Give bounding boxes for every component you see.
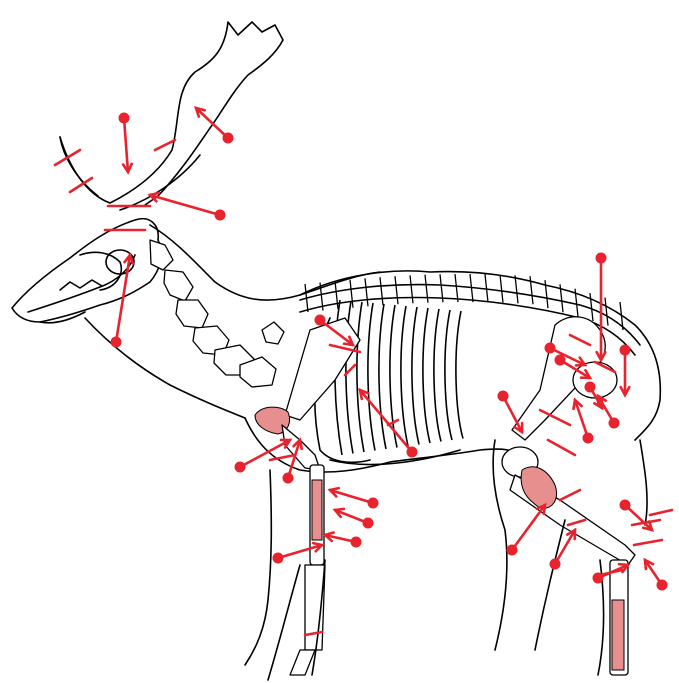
rib [357, 302, 364, 452]
rib [434, 309, 441, 442]
annotation-bar [650, 510, 672, 515]
annotation-arrow [335, 509, 374, 529]
rib [412, 307, 419, 445]
rib [456, 311, 463, 439]
vertebra-tick [515, 275, 518, 303]
vertebra-tick [425, 275, 428, 303]
annotation-arrow [325, 533, 362, 548]
vertebra-tick [605, 298, 608, 326]
vertebra-tick [500, 275, 503, 303]
annotation-arrow [550, 530, 576, 570]
radius-highlight [312, 480, 322, 540]
annotation-arrow [498, 391, 523, 433]
annotation-arrow [330, 488, 379, 508]
annotation-bar [55, 150, 80, 165]
skull [12, 219, 161, 323]
annotation-arrow [507, 505, 546, 556]
annotation-bar [560, 490, 580, 500]
cervical-vertebrae [150, 240, 284, 387]
vertebra-tick [455, 274, 458, 302]
vertebra-tick [395, 276, 398, 304]
vertebra-tick [410, 275, 413, 303]
rib [368, 303, 375, 451]
rib [379, 304, 386, 449]
annotation-bar [634, 540, 662, 545]
annotation-arrow [150, 193, 226, 220]
annotation-bar [548, 440, 575, 455]
rib [401, 306, 408, 446]
vertebra-tick [380, 277, 383, 305]
antler [60, 22, 283, 210]
rib [445, 310, 452, 440]
vertebra-tick [545, 280, 548, 308]
annotation-arrow [196, 108, 234, 144]
annotation-arrow [645, 560, 668, 591]
annotation-arrow [119, 113, 132, 173]
vertebra-tick [530, 276, 533, 304]
annotation-arrow [573, 400, 593, 444]
vertebra-tick [335, 281, 338, 309]
rib [423, 308, 430, 443]
vertebra-tick [365, 278, 368, 306]
metatarsal-highlight [612, 600, 624, 670]
vertebra-tick [590, 293, 593, 321]
annotation-arrow [620, 345, 631, 396]
